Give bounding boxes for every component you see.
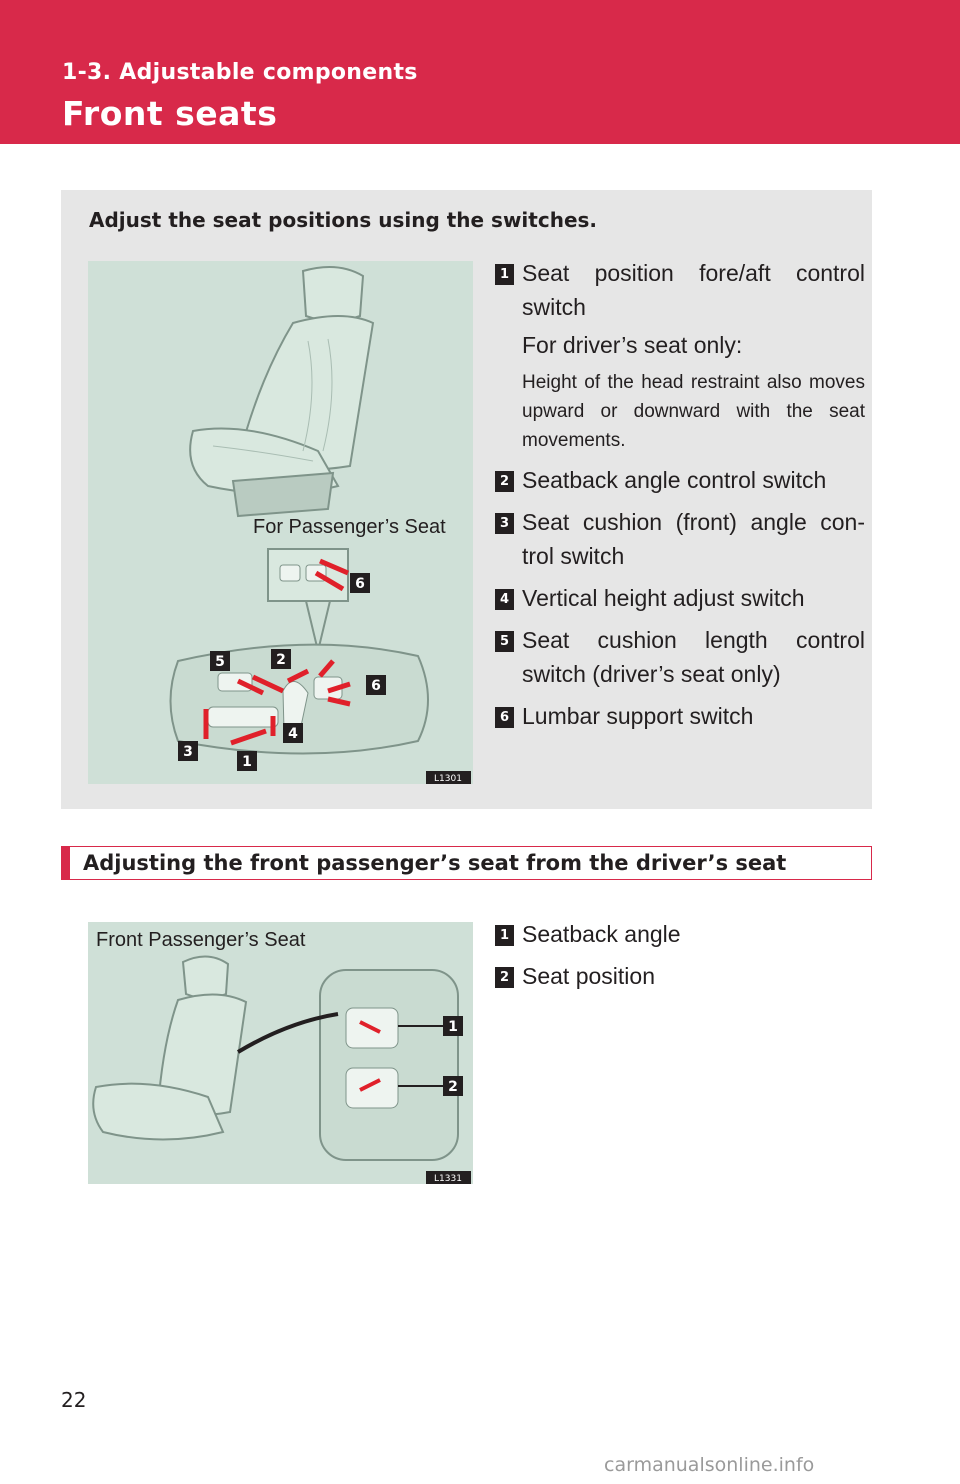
callout-2: 2	[276, 652, 286, 668]
switch-panel	[319, 969, 459, 1161]
passenger-seat-figure: Front Passenger’s Seat 1 2 L1331	[88, 922, 473, 1184]
item-label: Seat cushion length control switch (driv…	[522, 627, 865, 687]
callout-pointer	[305, 600, 331, 652]
passenger-seat-illustration: Front Passenger’s Seat 1 2 L1331	[92, 929, 471, 1184]
item-label: Seatback angle control switch	[522, 467, 827, 493]
headrest-shape	[301, 266, 365, 322]
lumbar-switch-a	[279, 564, 301, 582]
direction-arrows	[203, 558, 351, 746]
item-number: 6	[495, 707, 514, 728]
callout-3: 3	[183, 744, 193, 760]
watermark: carmanualsonline.info	[604, 1454, 815, 1476]
page-title: Front seats	[62, 94, 278, 133]
switch-list: 1 Seat position fore/aft control switch …	[495, 256, 865, 741]
list-item: 1 Seat position fore/aft control switch …	[495, 256, 865, 455]
callout-5: 5	[215, 654, 225, 670]
subsection-heading: Adjusting the front passenger’s seat fro…	[61, 846, 872, 880]
fore-aft-switch	[207, 706, 279, 728]
item-note: Height of the head restraint also moves …	[522, 372, 865, 451]
item-label: Vertical height adjust switch	[522, 585, 805, 611]
seat-side-shape	[231, 471, 335, 518]
page-number: 22	[61, 1388, 87, 1412]
list-item: 2 Seatback angle control switch	[495, 463, 865, 497]
list-item: 5 Seat cushion length control switch (dr…	[495, 623, 865, 691]
list-item: 4 Vertical height adjust switch	[495, 581, 865, 615]
item-number: 3	[495, 513, 514, 534]
item-number: 1	[495, 264, 514, 285]
item-label: Seat position	[522, 963, 655, 989]
item-sub: For driver’s seat only:	[522, 332, 743, 358]
seat-position-switch	[345, 1067, 399, 1109]
callout-1: 1	[242, 754, 252, 770]
figure-code: L1301	[434, 774, 462, 784]
callout-2: 2	[448, 1079, 458, 1095]
callout-4: 4	[288, 726, 298, 742]
seat-switch-illustration: For Passenger’s Seat 6	[169, 266, 471, 784]
callout-6-top: 6	[355, 576, 365, 592]
item-number: 1	[495, 925, 514, 946]
item-label: Lumbar support switch	[522, 703, 754, 729]
subsection-heading-text: Adjusting the front passenger’s seat fro…	[83, 851, 787, 875]
list-item: 6 Lumbar support switch	[495, 699, 865, 733]
cushion-length-switch	[217, 672, 253, 692]
figure-code: L1331	[434, 1174, 462, 1184]
list-item: 1 Seatback angle	[495, 917, 865, 951]
item-label: Seatback angle	[522, 921, 681, 947]
page-header: 1-3. Adjustable components Front seats	[0, 0, 960, 144]
section-title: 1-3. Adjustable components	[62, 60, 418, 85]
figure-caption: For Passenger’s Seat	[253, 516, 446, 538]
passenger-switch-list: 1 Seatback angle 2 Seat position	[495, 917, 865, 1001]
item-label: Seat position fore/aft control switch	[522, 260, 865, 320]
item-number: 2	[495, 967, 514, 988]
seat-switch-figure: For Passenger’s Seat 6	[88, 261, 473, 784]
list-item: 2 Seat position	[495, 959, 865, 993]
panel-intro: Adjust the seat positions using the swit…	[89, 208, 598, 232]
callout-1: 1	[448, 1019, 458, 1035]
callout-6: 6	[371, 678, 381, 694]
item-number: 4	[495, 589, 514, 610]
item-label: Seat cushion (front) angle con-trol swit…	[522, 509, 865, 569]
figure-caption: Front Passenger’s Seat	[96, 929, 306, 951]
item-number: 5	[495, 631, 514, 652]
list-item: 3 Seat cushion (front) angle con-trol sw…	[495, 505, 865, 573]
item-number: 2	[495, 471, 514, 492]
pointer-arrow	[236, 1012, 339, 1054]
